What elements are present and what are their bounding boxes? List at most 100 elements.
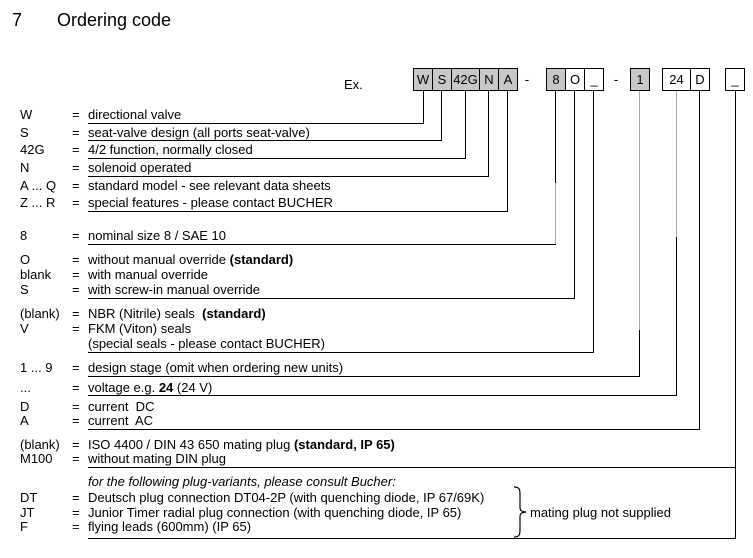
- code-box-42g: 42G: [451, 68, 480, 91]
- row-code: A: [20, 413, 29, 428]
- row-description: without manual override (standard): [88, 252, 294, 267]
- row-equals: =: [72, 178, 80, 193]
- row-equals: =: [72, 252, 80, 267]
- code-box-_: _: [725, 68, 745, 91]
- row-code: S: [20, 282, 29, 297]
- connector-line-d1: [639, 91, 640, 330]
- row-description: directional valve: [88, 107, 182, 122]
- connector-line-us: [593, 91, 594, 352]
- row-description: voltage e.g. 24 (24 V): [88, 380, 213, 395]
- row-code: ...: [20, 380, 31, 395]
- code-box-w: W: [413, 68, 433, 91]
- code-box-_: _: [584, 68, 604, 91]
- brace-label: mating plug not supplied: [530, 505, 671, 520]
- row-description: ISO 4400 / DIN 43 650 mating plug (stand…: [88, 437, 395, 452]
- row-description: current DC: [88, 399, 155, 414]
- plug-section-bottom-border: [88, 538, 736, 539]
- row-underline-n8: [88, 244, 556, 245]
- plug-row-equals: =: [72, 505, 80, 520]
- connector-line-v24: [676, 91, 677, 237]
- connector-line-g42: [465, 91, 466, 158]
- connector-line-n: [488, 91, 489, 176]
- code-box-1: 1: [630, 68, 650, 91]
- row-equals: =: [72, 160, 80, 175]
- row-underline-n: [88, 176, 489, 177]
- connector-line-d1: [639, 330, 640, 376]
- plug-row-code: JT: [20, 505, 35, 520]
- row-description: nominal size 8 / SAE 10: [88, 228, 227, 243]
- row-equals: =: [72, 399, 80, 414]
- plug-row-code: DT: [20, 490, 38, 505]
- row-equals: =: [72, 321, 80, 336]
- connector-line-v24: [676, 237, 677, 395]
- code-separator-dash: -: [613, 72, 619, 87]
- row-equals: =: [72, 360, 80, 375]
- row-underline-dD: [88, 429, 700, 430]
- row-description: special features - please contact BUCHER: [88, 195, 333, 210]
- row-code: V: [20, 321, 29, 336]
- row-underline-a: [88, 211, 508, 212]
- row-code: 8: [20, 228, 28, 243]
- plug-row-description: Junior Timer radial plug connection (wit…: [88, 505, 462, 520]
- row-code: D: [20, 399, 30, 414]
- row-description: 4/2 function, normally closed: [88, 142, 253, 157]
- row-description: solenoid operated: [88, 160, 192, 175]
- code-box-s: S: [432, 68, 452, 91]
- row-underline-d1: [88, 376, 640, 377]
- connector-line-n8: [555, 91, 556, 183]
- connector-line-plug: [735, 91, 736, 538]
- row-equals: =: [72, 451, 80, 466]
- row-description: with manual override: [88, 267, 208, 282]
- plug-row-equals: =: [72, 490, 80, 505]
- section-heading: 7 Ordering code: [12, 10, 171, 31]
- row-description: FKM (Viton) seals: [88, 321, 192, 336]
- row-equals: =: [72, 195, 80, 210]
- row-code: O: [20, 252, 31, 267]
- row-code: 1 ... 9: [20, 360, 53, 375]
- plug-row-description: flying leads (600mm) (IP 65): [88, 519, 252, 534]
- plug-row-equals: =: [72, 519, 80, 534]
- grouping-brace: [512, 486, 528, 543]
- row-equals: =: [72, 125, 80, 140]
- row-underline-v24: [88, 395, 677, 396]
- connector-line-n8: [555, 183, 556, 244]
- row-equals: =: [72, 380, 80, 395]
- row-underline-o: [88, 298, 575, 299]
- row-description: standard model - see relevant data sheet…: [88, 178, 331, 193]
- plug-row-code: F: [20, 519, 28, 534]
- row-equals: =: [72, 437, 80, 452]
- row-code: Z ... R: [20, 195, 56, 210]
- row-description: design stage (omit when ordering new uni…: [88, 360, 344, 375]
- row-equals: =: [72, 267, 80, 282]
- plug-row-description: Deutsch plug connection DT04-2P (with qu…: [88, 490, 485, 505]
- plug-variants-note: for the following plug-variants, please …: [88, 474, 396, 489]
- row-equals: =: [72, 413, 80, 428]
- code-box-a: A: [498, 68, 518, 91]
- code-box-n: N: [479, 68, 499, 91]
- row-description: with screw-in manual override: [88, 282, 260, 297]
- row-underline-g42: [88, 158, 466, 159]
- row-code: S: [20, 125, 29, 140]
- row-description: seat-valve design (all ports seat-valve): [88, 125, 310, 140]
- page-title: Ordering code: [57, 10, 172, 30]
- row-description: without mating DIN plug: [88, 451, 227, 466]
- connector-line-a: [507, 91, 508, 211]
- row-equals: =: [72, 306, 80, 321]
- row-underline-plug: [88, 467, 736, 468]
- row-equals: =: [72, 282, 80, 297]
- row-description: (special seals - please contact BUCHER): [88, 336, 325, 351]
- connector-line-s: [441, 91, 442, 140]
- row-equals: =: [72, 107, 80, 122]
- code-box-24: 24: [662, 68, 691, 91]
- section-number: 7: [12, 10, 23, 30]
- example-label: Ex.: [344, 77, 363, 92]
- row-equals: =: [72, 142, 80, 157]
- code-box-8: 8: [546, 68, 566, 91]
- row-code: A ... Q: [20, 178, 57, 193]
- row-code: W: [20, 107, 33, 122]
- row-description: current AC: [88, 413, 154, 428]
- row-code: M100: [20, 451, 53, 466]
- row-code: N: [20, 160, 30, 175]
- row-equals: =: [72, 228, 80, 243]
